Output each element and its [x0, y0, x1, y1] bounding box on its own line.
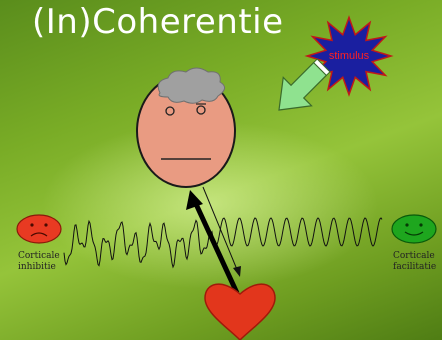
happy-right-eye — [419, 223, 422, 226]
head — [137, 68, 235, 187]
brain-cloud — [158, 68, 224, 103]
sad-left-eye — [30, 223, 33, 226]
cortical-facilitation-label: Corticale facilitatie — [393, 251, 436, 273]
sad-face — [17, 215, 61, 243]
up-arrow-head — [186, 190, 203, 210]
happy-left-eye — [405, 223, 408, 226]
cortical-inhibition-label: Corticale inhibitie — [18, 251, 60, 273]
cortical-inhibition-line1: Corticale — [18, 251, 60, 262]
stimulus-label: stimulus — [329, 50, 370, 62]
up-arrow-line — [196, 204, 237, 293]
happy-face-shape — [392, 215, 436, 243]
sad-face-shape — [17, 215, 61, 243]
stimulus-starburst: stimulus — [307, 17, 391, 94]
sad-right-eye — [44, 223, 47, 226]
cortical-facilitation-line2: facilitatie — [393, 262, 436, 273]
down-arrow-head — [233, 266, 241, 277]
heart — [205, 284, 275, 340]
happy-face — [392, 215, 436, 243]
cortical-inhibition-line2: inhibitie — [18, 262, 60, 273]
cortical-facilitation-line1: Corticale — [393, 251, 436, 262]
